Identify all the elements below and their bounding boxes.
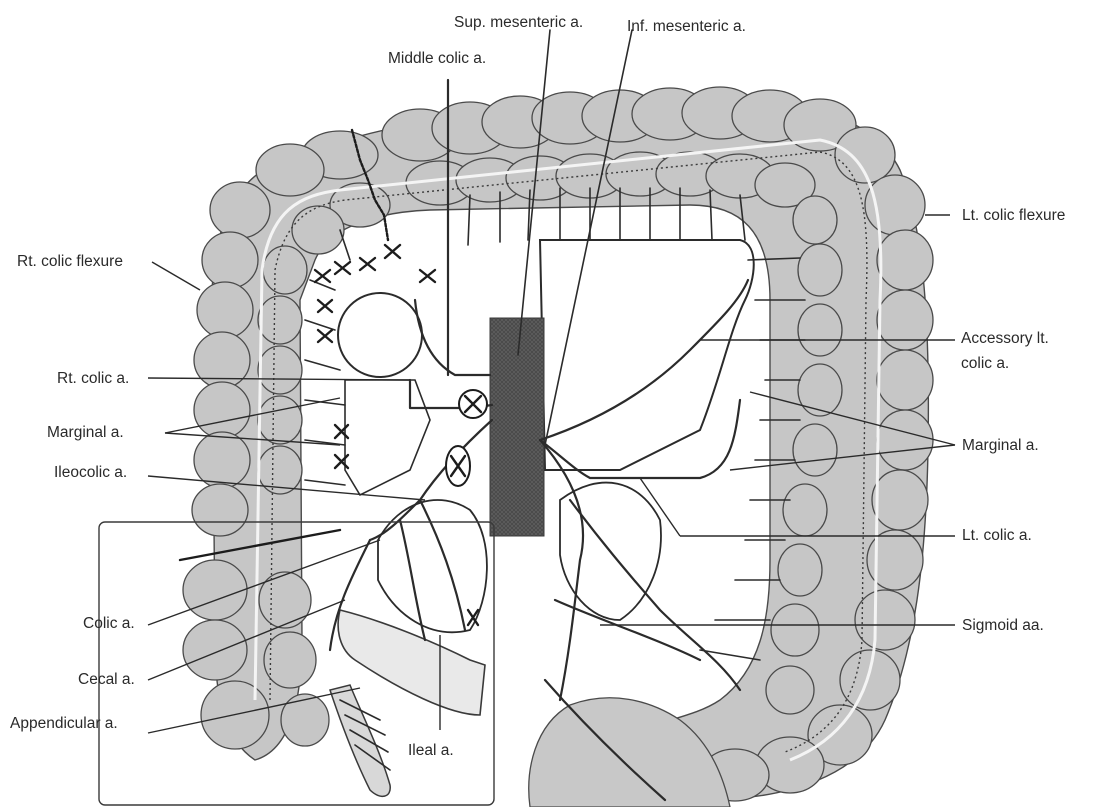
label-ileal: Ileal a. xyxy=(408,742,454,759)
label-colic: Colic a. xyxy=(83,615,135,632)
mesentery-spaces xyxy=(338,240,754,632)
label-lt-colic: Lt. colic a. xyxy=(962,527,1032,544)
label-rt-colic-flexure: Rt. colic flexure xyxy=(17,253,123,270)
label-accessory-lt-colic-line1: Accessory lt. xyxy=(961,330,1049,347)
label-middle-colic: Middle colic a. xyxy=(388,50,486,67)
label-sigmoid: Sigmoid aa. xyxy=(962,617,1044,634)
label-lt-colic-flexure: Lt. colic flexure xyxy=(962,207,1065,224)
label-sup-mesenteric: Sup. mesenteric a. xyxy=(454,14,583,31)
label-rt-colic: Rt. colic a. xyxy=(57,370,129,387)
label-ileocolic: Ileocolic a. xyxy=(54,464,127,481)
label-accessory-lt-colic-line2: colic a. xyxy=(961,355,1009,372)
aorta xyxy=(490,318,544,536)
label-marginal-right: Marginal a. xyxy=(962,437,1039,454)
ileum-appendix xyxy=(330,610,485,796)
label-cecal: Cecal a. xyxy=(78,671,135,688)
appendix xyxy=(330,685,390,796)
label-inf-mesenteric: Inf. mesenteric a. xyxy=(627,18,746,35)
label-appendicular: Appendicular a. xyxy=(10,715,118,732)
label-marginal-left: Marginal a. xyxy=(47,424,124,441)
